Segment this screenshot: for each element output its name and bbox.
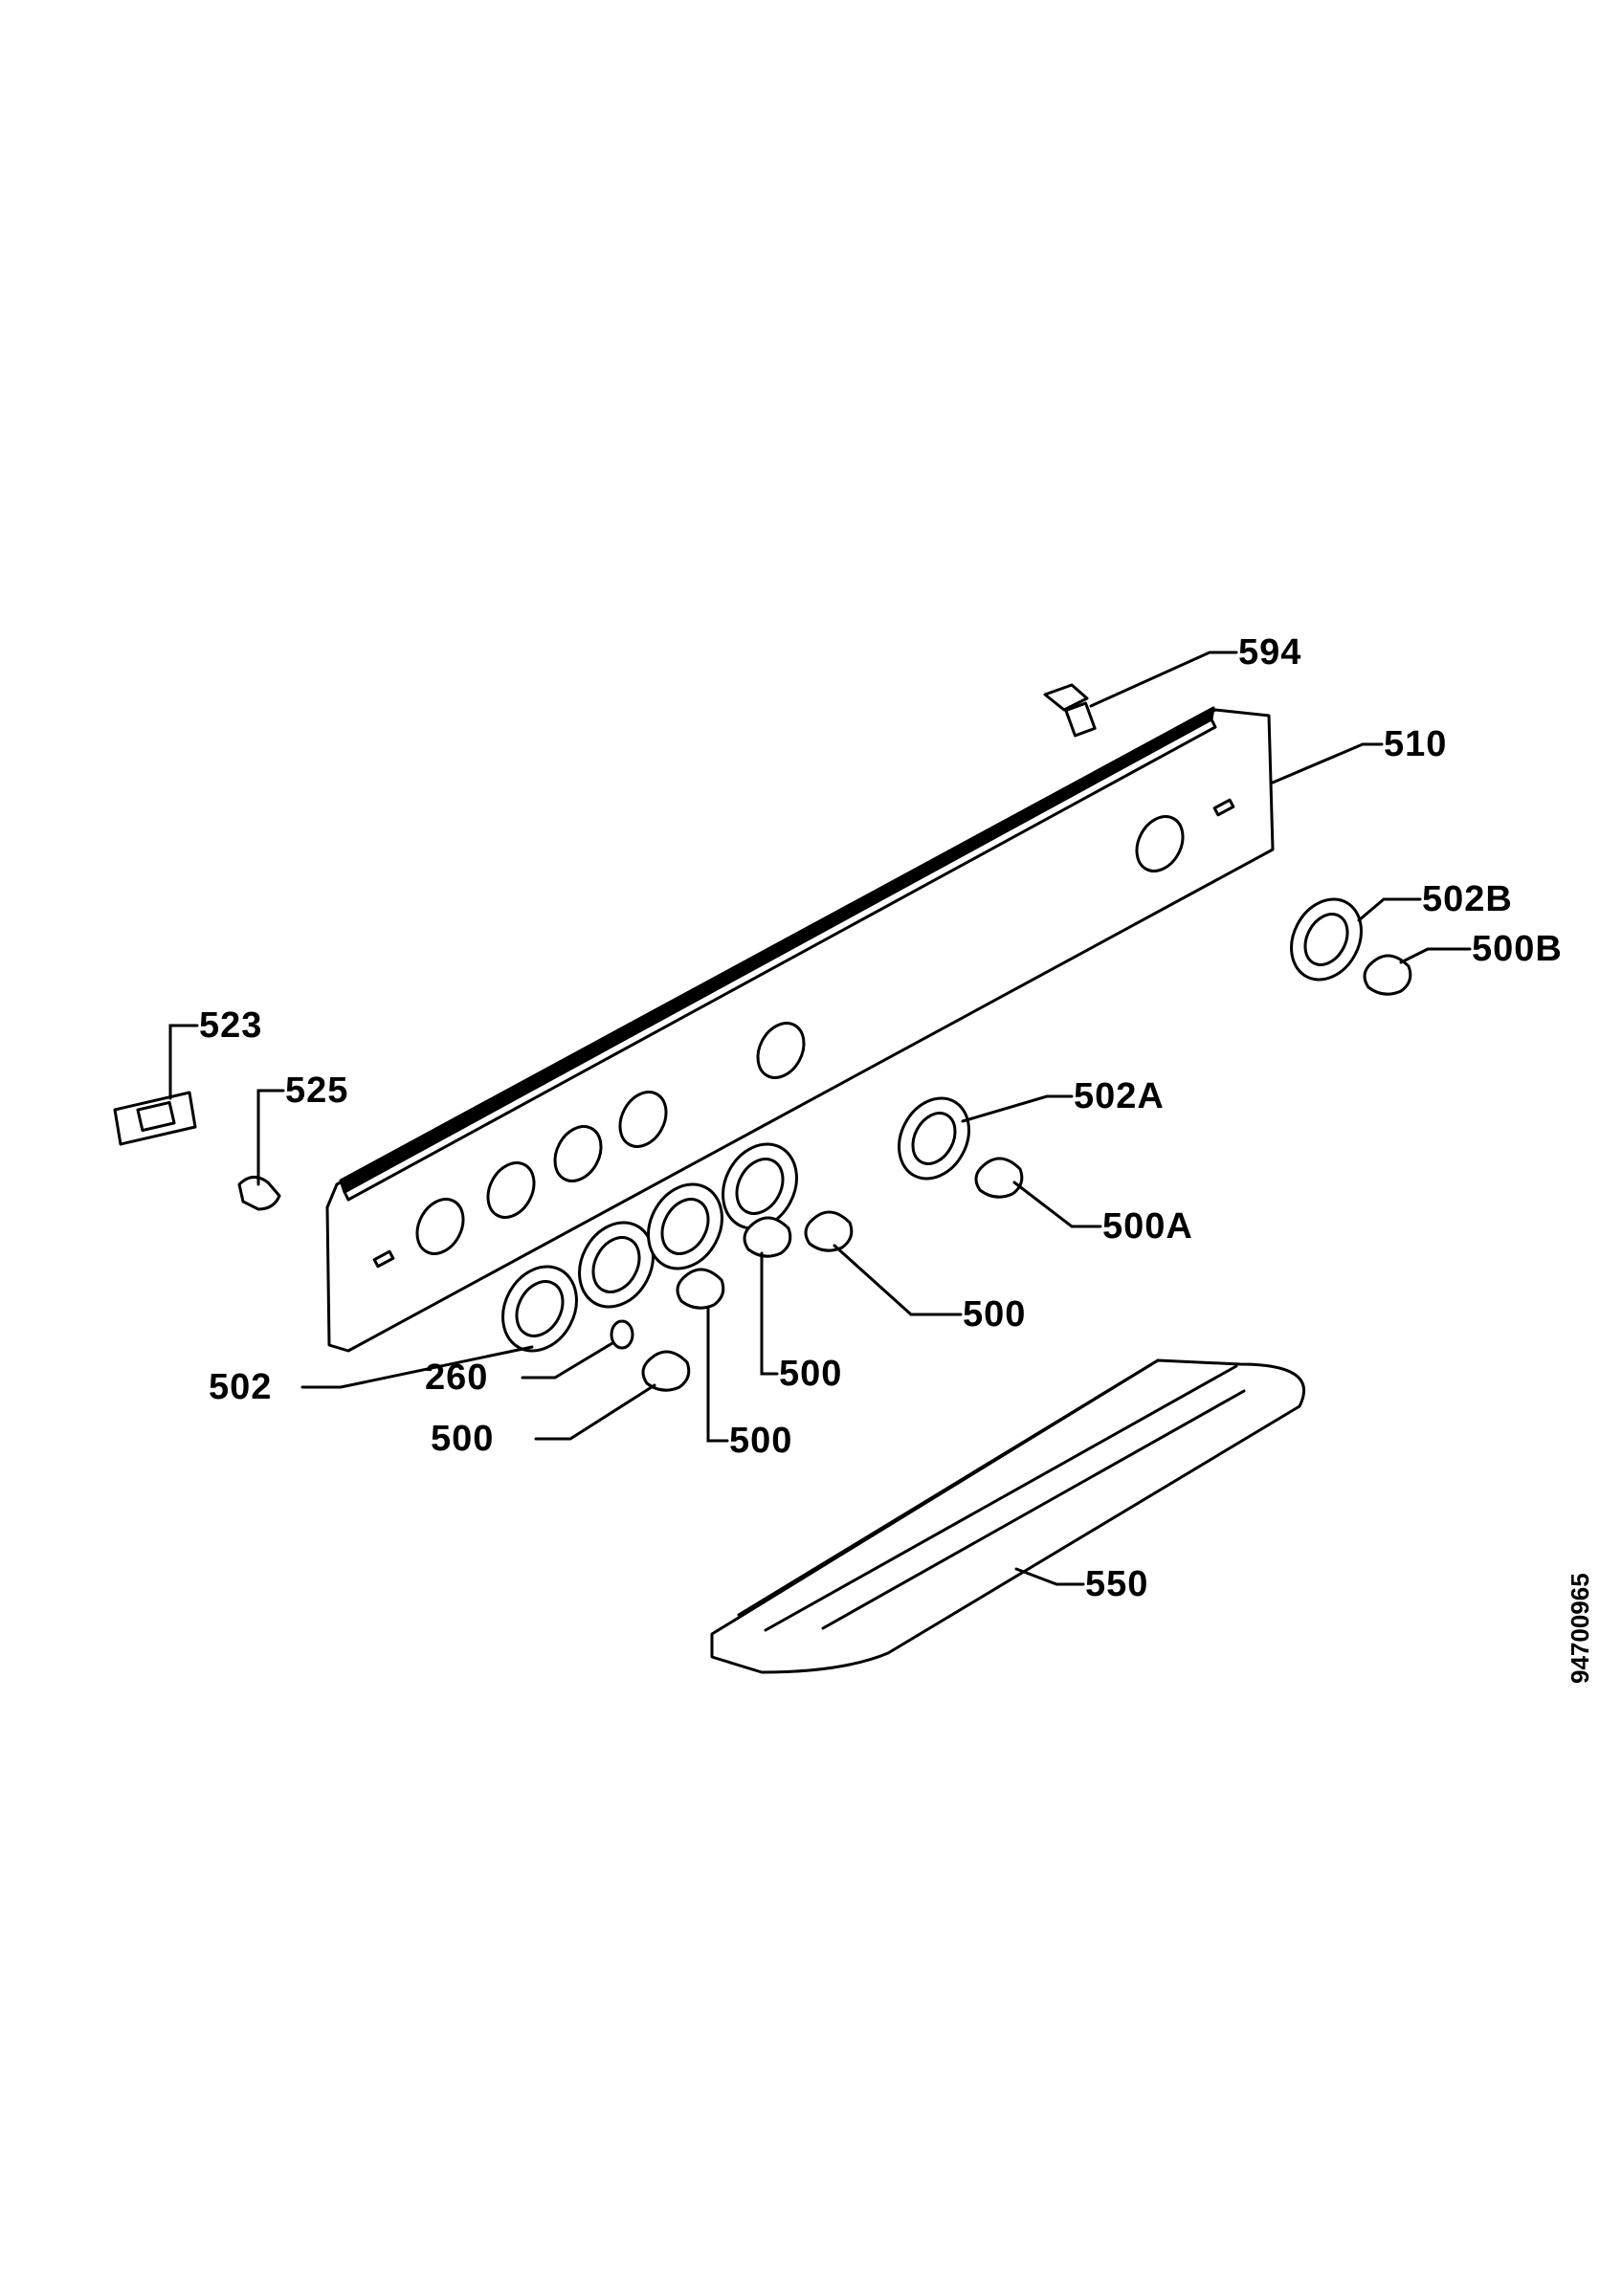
lamp-holder-525: [237, 1176, 281, 1211]
label-500-left: 500: [431, 1419, 494, 1459]
label-525: 525: [285, 1071, 348, 1111]
knob-500A: [974, 1157, 1024, 1199]
bezel-ring-502B: [1290, 897, 1363, 982]
knob-500B: [1363, 954, 1412, 996]
label-500-right: 500: [963, 1294, 1026, 1335]
clip-594: [1043, 683, 1097, 738]
label-550: 550: [1085, 1564, 1148, 1604]
label-500B: 500B: [1472, 929, 1563, 969]
label-502A: 502A: [1074, 1076, 1165, 1116]
bezel-ring-502: [501, 1142, 798, 1353]
switch-frame-523: [113, 1091, 197, 1146]
control-panel-510: [325, 706, 1275, 1353]
label-523: 523: [199, 1005, 262, 1046]
label-502: 502: [209, 1367, 272, 1407]
bezel-ring-502A: [898, 1096, 970, 1181]
label-500-middle: 500: [779, 1354, 842, 1394]
label-510: 510: [1384, 724, 1447, 764]
label-500A: 500A: [1102, 1206, 1193, 1247]
label-260: 260: [425, 1358, 488, 1398]
document-number: 94700965: [1566, 1573, 1594, 1684]
label-594: 594: [1238, 632, 1301, 673]
part-labels: 594 510 502B 500B 523 525 502A 500A 500 …: [199, 632, 1563, 1604]
leader-lines: [168, 651, 1472, 1586]
label-500-lower: 500: [729, 1421, 792, 1461]
trim-strip-550: [710, 1358, 1305, 1674]
label-502B: 502B: [1422, 879, 1513, 919]
knob-500: [610, 1210, 854, 1392]
